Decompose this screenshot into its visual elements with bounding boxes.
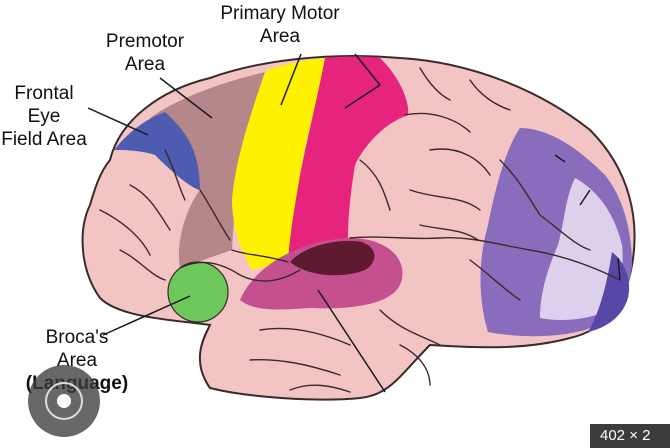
primary-motor-label-line1: Primary Motor bbox=[220, 3, 340, 24]
leader-lines bbox=[87, 53, 621, 393]
broca-region bbox=[167, 261, 229, 323]
primary-motor-label-line2: Area bbox=[259, 26, 301, 47]
premotor-label: Premotor Area bbox=[90, 30, 200, 76]
frontal-eye-field-region bbox=[114, 112, 200, 190]
premotor-label-line2: Area bbox=[124, 54, 166, 75]
brain-sulci bbox=[99, 67, 621, 393]
wernicke-core bbox=[290, 240, 375, 276]
frontal-eye-field-label: Frontal Eye Field Area bbox=[0, 82, 88, 151]
premotor-region bbox=[150, 72, 265, 268]
premotor-label-line1: Premotor bbox=[105, 31, 185, 52]
primary-motor-label: Primary Motor Area bbox=[205, 2, 355, 48]
lens-ring bbox=[45, 382, 83, 420]
frontal-eye-label-line3: Field Area bbox=[1, 129, 87, 150]
frontal-eye-label-line2: Eye bbox=[27, 106, 61, 127]
motor-magenta-region bbox=[288, 56, 409, 262]
primary-motor-region bbox=[232, 58, 325, 270]
broca-label-line1: Broca's bbox=[45, 327, 109, 348]
lens-dot bbox=[57, 394, 71, 408]
image-size-badge: 402 × 2 bbox=[590, 424, 670, 448]
image-search-icon[interactable] bbox=[28, 365, 100, 437]
occipital-light-region bbox=[540, 178, 623, 320]
frontal-eye-label-line1: Frontal bbox=[14, 83, 74, 104]
